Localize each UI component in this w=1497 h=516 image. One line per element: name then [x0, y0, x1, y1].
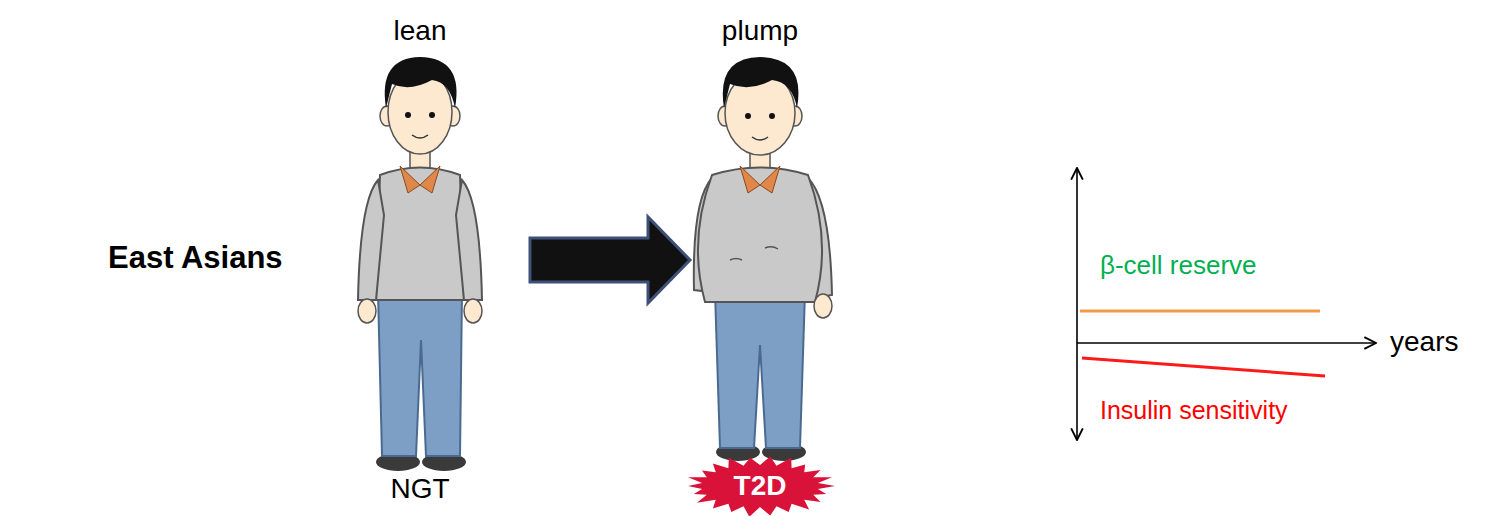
figure-caption: plump	[722, 15, 798, 47]
lean-man-figure	[358, 57, 482, 471]
eye	[745, 113, 751, 119]
eye	[429, 112, 435, 118]
mouth	[412, 135, 428, 138]
figure-caption: NGT	[390, 473, 449, 505]
sweater	[376, 168, 464, 301]
beta-cell-line	[1080, 310, 1320, 313]
vertical-axis	[1076, 168, 1078, 440]
series-label: Insulin sensitivity	[1100, 396, 1288, 425]
plump-man-figure	[694, 57, 832, 461]
hand	[358, 299, 376, 323]
sleeve	[358, 180, 384, 300]
plump-figure-node: plumpT2D	[690, 15, 830, 505]
figure-caption: lean	[394, 15, 447, 47]
jeans	[715, 292, 805, 448]
diagnosis-text: T2D	[734, 470, 787, 502]
collar	[740, 166, 780, 193]
horizontal-axis	[1077, 342, 1376, 344]
starburst-outline	[688, 457, 835, 516]
trend-chart	[1077, 168, 1376, 440]
collar	[400, 166, 440, 193]
hand	[814, 294, 832, 318]
t2d-starburst: T2D	[685, 455, 835, 516]
mouth	[752, 137, 768, 140]
sweater	[698, 168, 822, 303]
series-label: β-cell reserve	[1100, 250, 1257, 280]
insulin-sensitivity-line	[1082, 358, 1325, 376]
jeans	[378, 292, 462, 456]
eye	[405, 112, 411, 118]
group-label: East Asians	[108, 240, 283, 275]
hair	[723, 57, 799, 108]
axis-label: years	[1390, 326, 1458, 358]
block-arrow	[530, 217, 690, 303]
hair	[385, 57, 457, 108]
hand	[464, 299, 482, 323]
eye	[769, 113, 775, 119]
lean-figure-node: leanNGT	[310, 15, 530, 505]
sleeve	[456, 180, 482, 300]
sweater-crease	[730, 247, 778, 260]
